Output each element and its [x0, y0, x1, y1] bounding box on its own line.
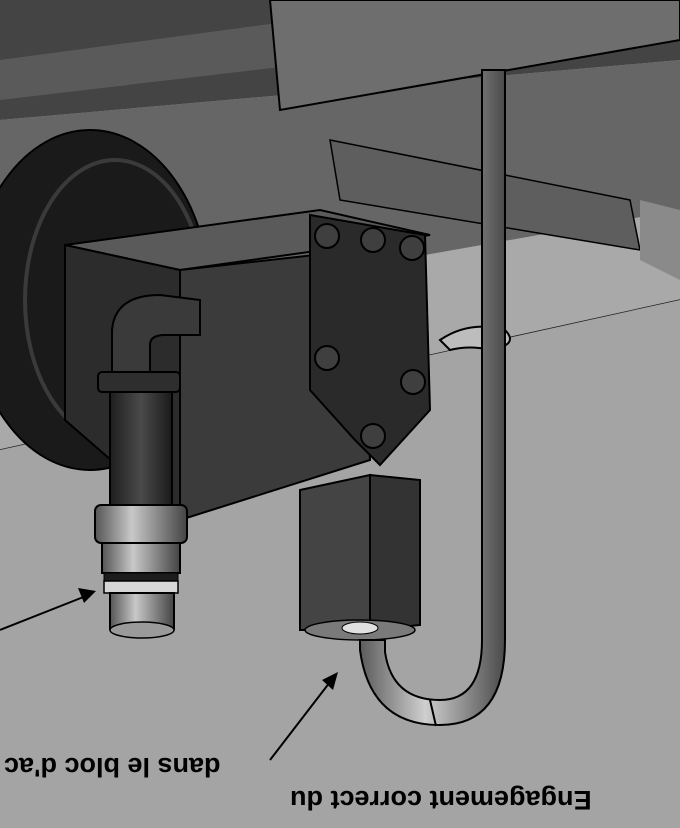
bolt-4	[314, 345, 340, 371]
arrow-right-head	[322, 672, 338, 690]
quick-coupler-face	[109, 621, 175, 639]
callout-text-line-2: dans le bloc d'ac	[4, 752, 221, 782]
quick-coupler-sleeve	[94, 504, 188, 544]
bolt-6	[360, 423, 386, 449]
callout-text-line-1: Engagement correct du	[290, 785, 592, 815]
lower-block-side	[369, 473, 421, 632]
bolt-1	[314, 223, 340, 249]
end-plate	[309, 213, 432, 467]
lower-block-front	[299, 473, 371, 631]
bolt-5	[400, 369, 426, 395]
arrow-right-line	[269, 681, 331, 761]
quick-coupler-body	[101, 542, 181, 574]
right-tray	[268, 0, 680, 112]
quick-coupler-ring	[103, 580, 179, 594]
arrow-left-line	[0, 595, 87, 631]
elbow-fitting	[111, 293, 201, 376]
arrow-left-head	[78, 588, 96, 603]
hose-collar	[97, 371, 181, 393]
j-tube-joint	[429, 699, 437, 727]
quick-coupler-oring-1	[103, 572, 179, 582]
block-port-inner	[341, 621, 379, 635]
bolt-3	[399, 235, 425, 261]
hose	[109, 391, 173, 511]
j-tube	[359, 69, 506, 727]
bolt-2	[360, 227, 386, 253]
right-wall	[640, 200, 680, 280]
